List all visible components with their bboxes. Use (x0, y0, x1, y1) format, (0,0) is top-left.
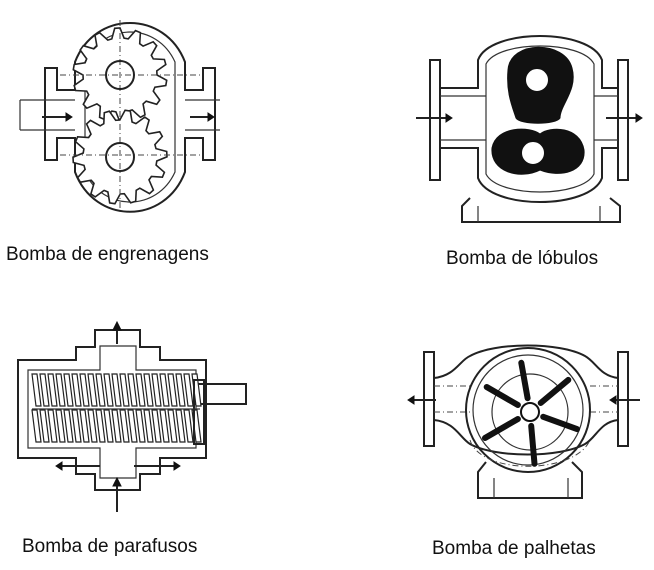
screw-thread (31, 373, 42, 407)
screw-thread (95, 373, 106, 407)
lower-gear (72, 109, 168, 205)
screw-thread (103, 373, 114, 407)
screw-thread (39, 409, 50, 443)
vane-pump-caption: Bomba de palhetas (432, 538, 596, 559)
screw-pump-caption: Bomba de parafusos (22, 536, 198, 557)
screw-thread (79, 373, 90, 407)
gear-teeth (72, 109, 168, 205)
screw-thread (95, 409, 106, 443)
screw-thread (167, 373, 178, 407)
screw-thread (151, 409, 162, 443)
screw-thread (47, 409, 58, 443)
screw-thread (127, 373, 138, 407)
screw-thread (135, 373, 146, 407)
screw-thread (87, 409, 98, 443)
screw-thread (71, 409, 82, 443)
screw-thread (167, 409, 178, 443)
screw-thread (159, 373, 170, 407)
screw-thread (31, 409, 42, 443)
screw-thread (119, 409, 130, 443)
screw-thread (79, 409, 90, 443)
screw-thread (39, 373, 50, 407)
rotor-vanes (482, 359, 580, 467)
screw-thread (119, 373, 130, 407)
screw-thread (151, 373, 162, 407)
screw-thread (63, 373, 74, 407)
gear-pump-caption: Bomba de engrenagens (6, 244, 209, 265)
vane (528, 422, 538, 467)
screw-thread (87, 373, 98, 407)
lobe-pump-caption: Bomba de lóbulos (446, 248, 599, 269)
screw-thread (175, 409, 186, 443)
screw-thread (159, 409, 170, 443)
screw-thread (103, 409, 114, 443)
screw-thread (47, 373, 58, 407)
vane (518, 359, 531, 402)
screw-thread (111, 373, 122, 407)
vane (540, 413, 580, 433)
screw-thread (71, 373, 82, 407)
screw-thread (111, 409, 122, 443)
screw-thread (143, 409, 154, 443)
screw-thread (55, 409, 66, 443)
screw-thread (135, 409, 146, 443)
screw-thread (127, 409, 138, 443)
screw-thread (175, 373, 186, 407)
vane (537, 376, 572, 406)
vane (483, 384, 521, 408)
vane (482, 416, 521, 441)
screw-thread (55, 373, 66, 407)
screw-thread (63, 409, 74, 443)
screw-thread (143, 373, 154, 407)
